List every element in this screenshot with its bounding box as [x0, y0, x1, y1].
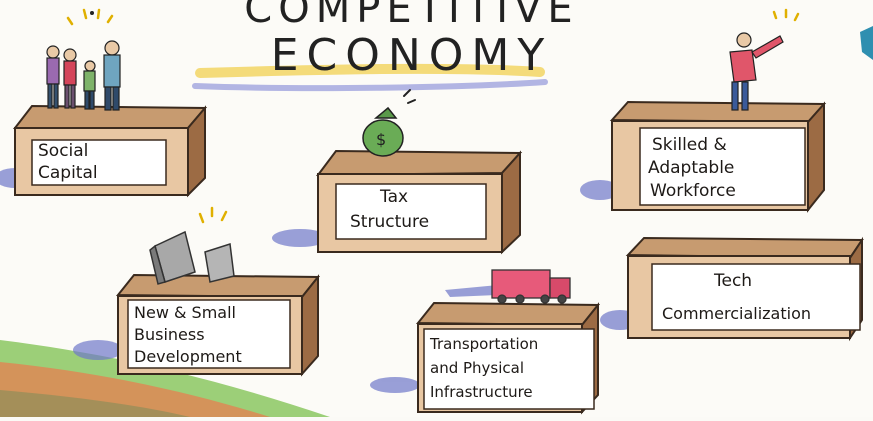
block-label-line: Adaptable — [648, 158, 734, 178]
road — [0, 340, 330, 417]
block-label-line: Social — [38, 141, 88, 161]
title-line-2: ECONOMY — [270, 30, 553, 81]
people-group-icon — [46, 8, 121, 111]
truck-icon — [491, 269, 571, 304]
edge-fragment — [860, 26, 873, 60]
label-plate — [651, 263, 861, 331]
block-label-line: Tax — [379, 187, 408, 207]
title-highlight — [192, 63, 548, 92]
money-bag-icon: $ — [362, 89, 416, 157]
block-label-line: Workforce — [650, 181, 736, 201]
block-label-line: Development — [134, 347, 242, 366]
block-new-small-business: New & Small Business Development — [115, 273, 321, 377]
block-label-line: Capital — [38, 163, 98, 183]
label-plate — [335, 183, 487, 240]
block-transportation: Transportation and Physical Infrastructu… — [415, 301, 601, 415]
block-label-line: Structure — [350, 212, 429, 232]
dollar-symbol: $ — [376, 130, 386, 149]
block-label-line: and Physical — [430, 359, 524, 377]
block-tech-commercialization: Tech Commercialization — [625, 236, 864, 342]
label-plate — [423, 328, 595, 410]
title-line-1: COMPETITIVE — [244, 0, 579, 32]
block-label-line: Skilled & — [652, 135, 727, 155]
worker-figure-icon — [729, 8, 800, 111]
block-label-line: New & Small — [134, 303, 236, 322]
block-skilled-workforce: Skilled & Adaptable Workforce — [609, 100, 827, 213]
block-tax-structure: Tax Structure — [315, 149, 523, 255]
block-social-capital: Social Capital — [12, 104, 208, 198]
block-label-line: Infrastructure — [430, 383, 533, 401]
block-label-line: Transportation — [429, 335, 538, 353]
label-plate — [639, 127, 806, 206]
block-label-line: Business — [134, 325, 205, 344]
label-plate — [127, 299, 291, 369]
label-plate — [31, 139, 167, 186]
block-label-line: Tech — [713, 271, 752, 291]
block-label-line: Commercialization — [662, 304, 811, 323]
buildings-icon — [149, 206, 235, 285]
